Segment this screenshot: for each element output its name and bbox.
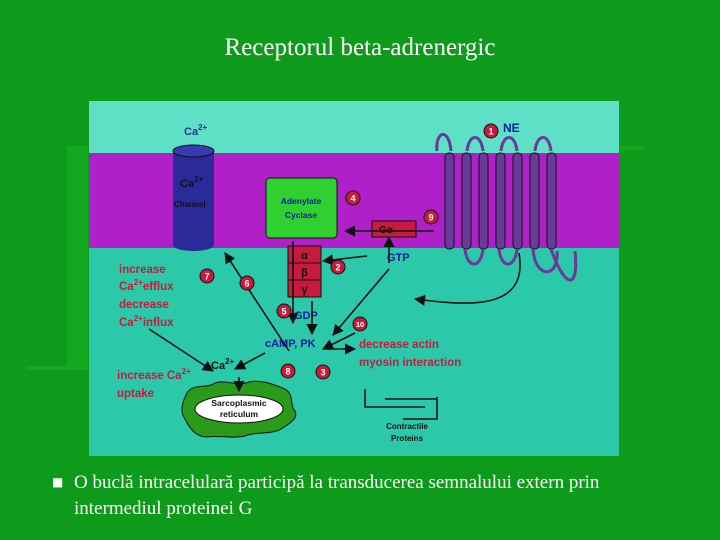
extracellular-region <box>89 101 619 153</box>
sarco-label-2: reticulum <box>220 409 259 419</box>
camp-pk-label: cAMP, PK <box>265 338 316 350</box>
svg-text:1: 1 <box>488 127 493 137</box>
step-marker-10: 10 <box>352 316 368 332</box>
ca-cytoplasm-label: Ca2+ <box>211 357 235 372</box>
decrease-influx-line-1: decrease <box>119 299 169 311</box>
gamma-subunit-label: γ <box>301 284 308 296</box>
beta-receptor <box>444 152 557 250</box>
decrease-influx-line-2: Ca2+influx <box>119 314 174 329</box>
adenylate-cyclase <box>265 177 338 239</box>
contractile-label-2: Proteins <box>391 434 424 443</box>
beta-subunit-label: β <box>301 267 308 279</box>
alpha-subunit-label: α <box>301 250 308 262</box>
decrease-actin-line-2: myosin interaction <box>359 357 461 369</box>
svg-text:7: 7 <box>204 272 209 282</box>
svg-text:8: 8 <box>285 367 290 377</box>
sarco-label-1: Sarcoplasmic <box>211 398 267 408</box>
svg-text:5: 5 <box>281 307 286 317</box>
slide-decoration <box>619 146 644 150</box>
svg-text:2: 2 <box>335 263 340 273</box>
step-marker-6: 6 <box>239 275 255 291</box>
receptor-intracellular-loops <box>463 248 578 282</box>
ca-extracellular-label: Ca2+ <box>184 123 208 138</box>
increase-uptake-line-2: uptake <box>117 388 154 400</box>
step-marker-9: 9 <box>423 209 439 225</box>
step-marker-5: 5 <box>276 303 292 319</box>
svg-text:4: 4 <box>350 194 355 204</box>
pathway-arrows <box>148 225 521 393</box>
sarcoplasmic-reticulum-inner <box>194 394 284 424</box>
svg-text:6: 6 <box>244 279 249 289</box>
contractile-label-1: Contractile <box>386 422 428 431</box>
adenylate-label-2: Cyclase <box>285 210 317 220</box>
step-marker-7: 7 <box>199 268 215 284</box>
receptor-extracellular-loops <box>435 133 553 152</box>
ne-label: NE <box>503 121 520 135</box>
gdp-label: GDP <box>294 310 318 322</box>
step-markers: 1 2 3 4 5 6 7 8 9 10 <box>199 123 499 380</box>
contractile-proteins <box>364 389 438 420</box>
svg-text:10: 10 <box>356 320 364 329</box>
ca-channel-label: Channel <box>174 200 206 209</box>
adenylate-label-1: Adenylate <box>281 196 322 206</box>
step-marker-8: 8 <box>280 363 296 379</box>
cytoplasm-region <box>89 248 619 456</box>
slide-decoration <box>26 366 90 370</box>
decrease-actin-line-1: decrease actin <box>359 339 439 351</box>
step-marker-2: 2 <box>330 259 346 275</box>
calcium-channel <box>172 144 215 251</box>
bullet-text: O buclă intracelulară participă la trans… <box>74 472 600 519</box>
increase-uptake-line-1: increase Ca2+ <box>117 367 191 382</box>
step-marker-3: 3 <box>315 364 331 380</box>
diagram-svg: Ca2+ Ca2+ Channel Adenylate Cyclase Gα α… <box>89 101 619 456</box>
slide-decoration <box>67 146 88 366</box>
svg-text:9: 9 <box>428 213 433 223</box>
step-marker-1: 1 <box>483 123 499 139</box>
increase-efflux-line-2: Ca2+efflux <box>119 278 174 293</box>
beta-adrenergic-receptor-diagram: Ca2+ Ca2+ Channel Adenylate Cyclase Gα α… <box>89 101 619 456</box>
svg-text:3: 3 <box>320 368 325 378</box>
slide-title: Receptorul beta-adrenergic <box>224 34 496 61</box>
ca-channel-ion-label: Ca2+ <box>180 175 204 190</box>
step-marker-4: 4 <box>345 190 361 206</box>
square-bullet-icon: ■ <box>52 475 64 489</box>
gtp-label: GTP <box>387 252 410 264</box>
increase-efflux-line-1: increase <box>119 264 166 276</box>
